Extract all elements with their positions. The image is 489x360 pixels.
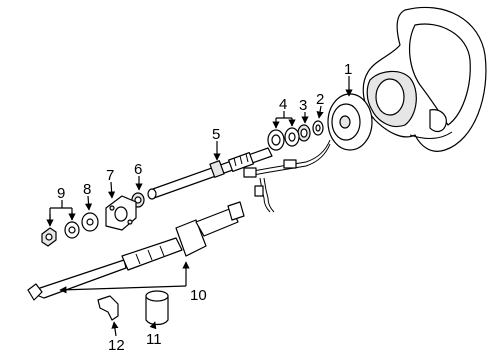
callout-5: 5 <box>212 126 220 143</box>
callout-8: 8 <box>83 181 91 198</box>
callout-3: 3 <box>299 97 307 114</box>
part-12-clip <box>97 295 119 321</box>
part-10-lower-shaft <box>27 201 245 301</box>
callout-11: 11 <box>146 331 162 348</box>
callout-9: 9 <box>57 185 65 202</box>
part-7-flange <box>105 195 137 231</box>
steering-wheel <box>362 6 487 152</box>
part-5-upper-shaft <box>147 147 273 200</box>
part-1-hub <box>327 93 373 151</box>
part-3-bearing <box>297 124 311 142</box>
part-9-nut-washer <box>41 221 80 247</box>
part-2-ring <box>312 120 324 136</box>
callout-2: 2 <box>316 91 324 108</box>
part-11-sleeve <box>145 290 169 326</box>
part-8-washer <box>81 212 99 232</box>
callout-4: 4 <box>279 96 287 113</box>
callout-10: 10 <box>190 287 207 304</box>
callout-7: 7 <box>106 167 114 184</box>
callout-12: 12 <box>108 337 125 354</box>
callout-labels: 1 2 3 4 5 6 7 8 9 10 11 12 <box>57 61 352 354</box>
callout-6: 6 <box>134 161 142 178</box>
callout-1: 1 <box>344 61 352 78</box>
wiring-harness <box>243 139 331 213</box>
leader-lines <box>46 76 353 337</box>
part-4-bearings <box>267 127 300 151</box>
